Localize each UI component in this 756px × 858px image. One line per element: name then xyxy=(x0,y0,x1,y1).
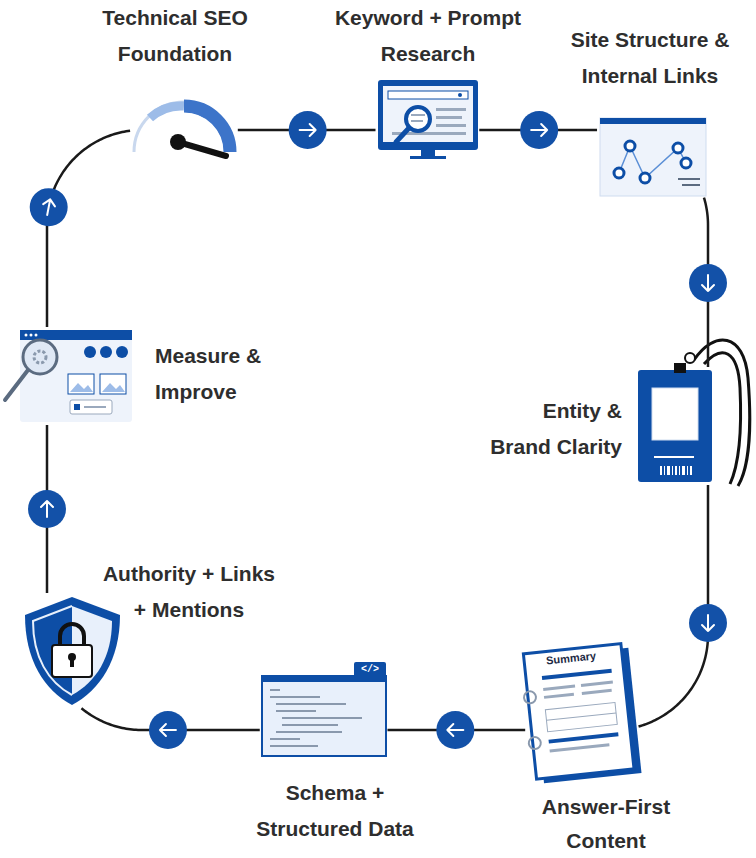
icon-text: Summary xyxy=(545,648,596,667)
connector-line xyxy=(639,485,708,727)
connector-line xyxy=(47,131,130,327)
process-step: Keyword + Prompt Research xyxy=(378,80,478,160)
arrow-badge xyxy=(689,264,727,302)
process-step: Authority + Links + Mentions xyxy=(25,595,121,707)
step-label: Keyword + Prompt Research xyxy=(313,0,543,72)
process-step: Site Structure & Internal Links xyxy=(600,118,706,196)
arrow-badge xyxy=(28,490,66,528)
cycle-connector xyxy=(639,485,727,727)
icon-text: </> xyxy=(354,662,386,678)
summary-document-icon xyxy=(519,643,641,785)
arrow-badge xyxy=(289,111,327,149)
arrow-badge xyxy=(149,711,187,749)
id-badge-icon xyxy=(638,340,750,486)
process-step: Measure & Improve xyxy=(20,330,132,422)
process-step: Answer-First Content xyxy=(528,648,636,780)
arrow-badge xyxy=(26,185,70,229)
cycle-connector xyxy=(689,198,727,367)
step-label: Technical SEO Foundation xyxy=(75,0,275,72)
process-step: Schema + Structured Data xyxy=(262,662,386,756)
arrow-badge xyxy=(689,604,727,642)
monitor-icon xyxy=(378,80,478,159)
arrow-badge xyxy=(436,711,474,749)
process-step: Entity & Brand Clarity xyxy=(638,370,712,482)
cycle-connector xyxy=(238,111,376,149)
shield-lock-icon xyxy=(25,597,120,705)
analytics-window-icon xyxy=(5,330,132,422)
code-window-icon xyxy=(262,662,386,756)
step-label: Measure & Improve xyxy=(155,338,285,410)
step-label: Site Structure & Internal Links xyxy=(548,22,752,94)
step-label: Entity & Brand Clarity xyxy=(482,393,622,465)
cycle-connector xyxy=(479,111,597,149)
network-chart-icon xyxy=(600,118,706,196)
process-step: Technical SEO Foundation xyxy=(132,88,236,160)
cycle-connector xyxy=(28,425,66,593)
gauge-icon xyxy=(134,102,234,156)
step-label: Schema + Structured Data xyxy=(240,775,430,847)
cycle-connector xyxy=(26,131,130,327)
cycle-connector xyxy=(81,708,259,749)
arrow-badge xyxy=(520,111,558,149)
cycle-connector xyxy=(387,711,525,749)
step-label: Authority + Links + Mentions xyxy=(97,556,281,628)
step-label: Answer-First Content xyxy=(516,790,696,858)
